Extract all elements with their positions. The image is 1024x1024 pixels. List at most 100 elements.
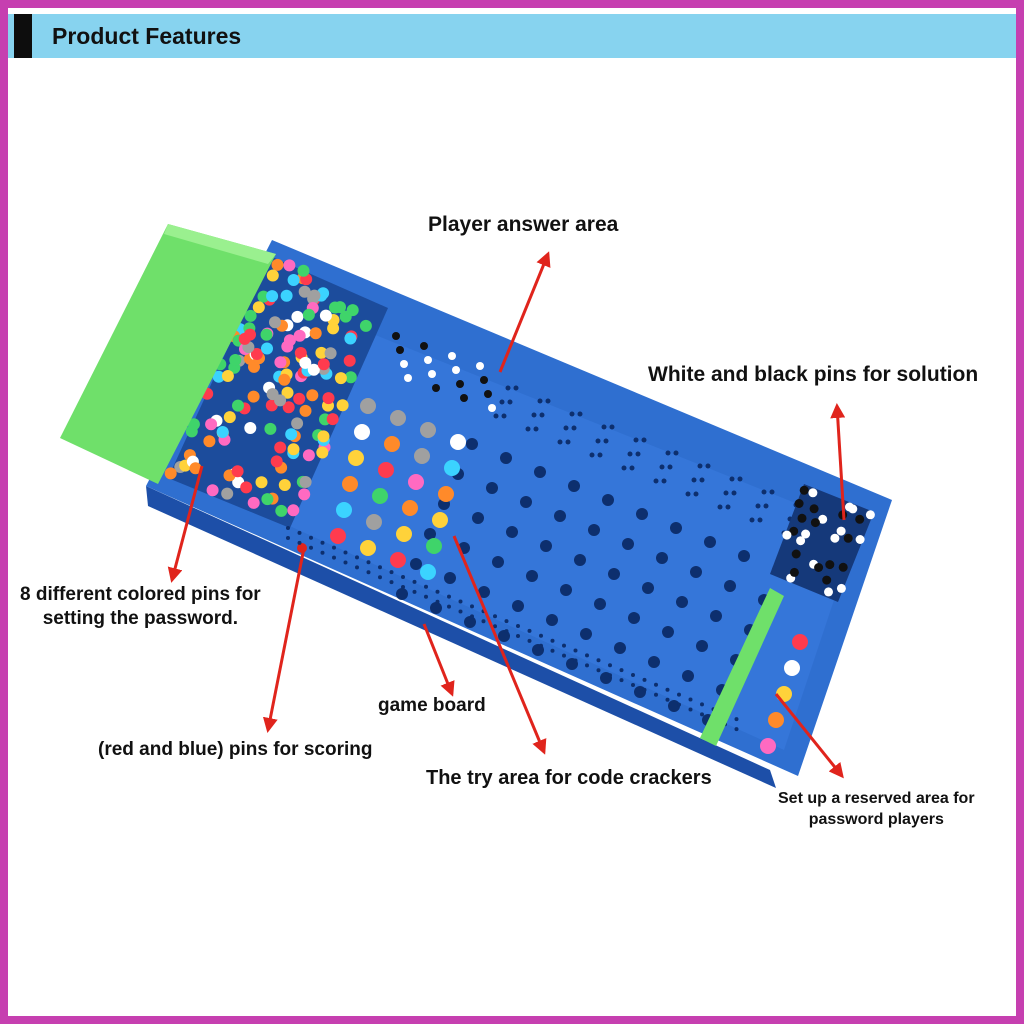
tray-pin — [221, 370, 234, 382]
score-hole — [685, 491, 691, 497]
solution-pin — [824, 587, 833, 597]
front-hole — [665, 697, 670, 702]
code-peg — [360, 540, 376, 556]
front-hole — [424, 594, 428, 599]
arrow-try — [452, 535, 547, 755]
tray-pin — [264, 422, 277, 435]
front-hole — [550, 648, 555, 653]
tray-pin — [285, 428, 298, 441]
tray-pin — [244, 422, 257, 434]
code-peg — [432, 512, 448, 528]
score-hole — [697, 463, 703, 469]
reserved-pin — [776, 686, 792, 702]
tray-pin — [294, 347, 307, 359]
score-hole — [629, 465, 635, 471]
key-peg — [456, 380, 464, 388]
front-hole — [378, 575, 382, 580]
front-hole — [297, 540, 302, 545]
board-hole — [492, 556, 504, 568]
score-hole — [705, 463, 711, 469]
board-hole — [580, 628, 592, 640]
board-hole — [662, 626, 674, 638]
score-hole — [533, 426, 539, 432]
score-hole — [661, 478, 667, 484]
tray-pin — [344, 371, 357, 384]
front-hole — [608, 673, 612, 678]
board-hole — [546, 614, 558, 626]
code-peg — [372, 488, 388, 504]
tray-pin — [315, 346, 328, 359]
board-hole — [430, 602, 442, 614]
tray-pin — [266, 388, 279, 401]
front-hole — [320, 540, 325, 545]
front-hole — [435, 589, 440, 594]
solution-pin — [789, 567, 799, 577]
reserved-pin — [768, 712, 784, 728]
tray-pin — [212, 370, 225, 383]
key-peg — [476, 362, 484, 370]
tray-pin — [247, 496, 260, 509]
front-hole — [631, 673, 635, 677]
score-hole — [557, 439, 563, 445]
score-hole — [667, 464, 673, 470]
board-hole — [622, 538, 634, 550]
section-banner: Product Features — [8, 14, 1016, 58]
board-hole — [696, 640, 708, 652]
solution-pin — [809, 504, 819, 514]
tray-pin — [252, 301, 265, 314]
score-hole — [601, 424, 607, 430]
tray-pin — [298, 285, 311, 298]
board-hole — [668, 700, 680, 712]
tray-pin — [346, 304, 359, 317]
tray-pin — [344, 332, 357, 345]
tray-pin — [302, 449, 315, 462]
label-try-area: The try area for code crackers — [426, 767, 712, 789]
board-hole — [534, 466, 546, 478]
tray-pin — [185, 425, 198, 438]
code-peg — [378, 462, 394, 478]
score-hole — [641, 437, 647, 443]
board-panel — [188, 308, 858, 750]
front-hole — [355, 555, 359, 560]
solution-pin — [822, 575, 832, 585]
front-hole — [470, 604, 474, 609]
front-hole — [700, 712, 704, 717]
product-image: Product Features Player answer area Whit… — [8, 8, 1016, 1016]
tray-pin — [269, 316, 281, 329]
front-hole — [677, 692, 681, 697]
board-hole — [738, 550, 750, 562]
reserved-pins — [760, 634, 808, 754]
board-hole — [642, 582, 654, 594]
front-hole — [458, 599, 463, 604]
score-hole — [699, 477, 705, 483]
tray-pin — [203, 435, 216, 448]
board-hole — [682, 670, 694, 682]
tray-pin — [298, 488, 311, 501]
solution-pin — [810, 518, 820, 528]
front-hole — [343, 550, 348, 555]
front-hole — [527, 638, 532, 643]
front-hole — [389, 570, 394, 575]
code-peg — [420, 422, 436, 438]
front-hole — [734, 727, 739, 732]
tray-pin — [274, 356, 287, 369]
key-peg — [460, 394, 468, 402]
score-hole — [757, 517, 763, 523]
hole-grid — [396, 385, 807, 726]
board-hole — [648, 656, 660, 668]
front-hole — [619, 678, 624, 683]
arrow-board — [422, 623, 455, 697]
solution-pin — [825, 560, 835, 570]
solution-pin — [836, 583, 846, 593]
tray-pin — [299, 404, 312, 417]
tray-pin — [299, 356, 312, 369]
key-peg — [484, 390, 492, 398]
arrow-colored — [167, 465, 204, 583]
solution-pins — [782, 485, 875, 597]
score-hole — [621, 465, 627, 471]
front-hole — [447, 594, 451, 599]
front-hole — [677, 702, 681, 707]
tray-pin — [280, 289, 293, 302]
tray-pin — [326, 413, 339, 426]
score-hole — [571, 425, 577, 431]
